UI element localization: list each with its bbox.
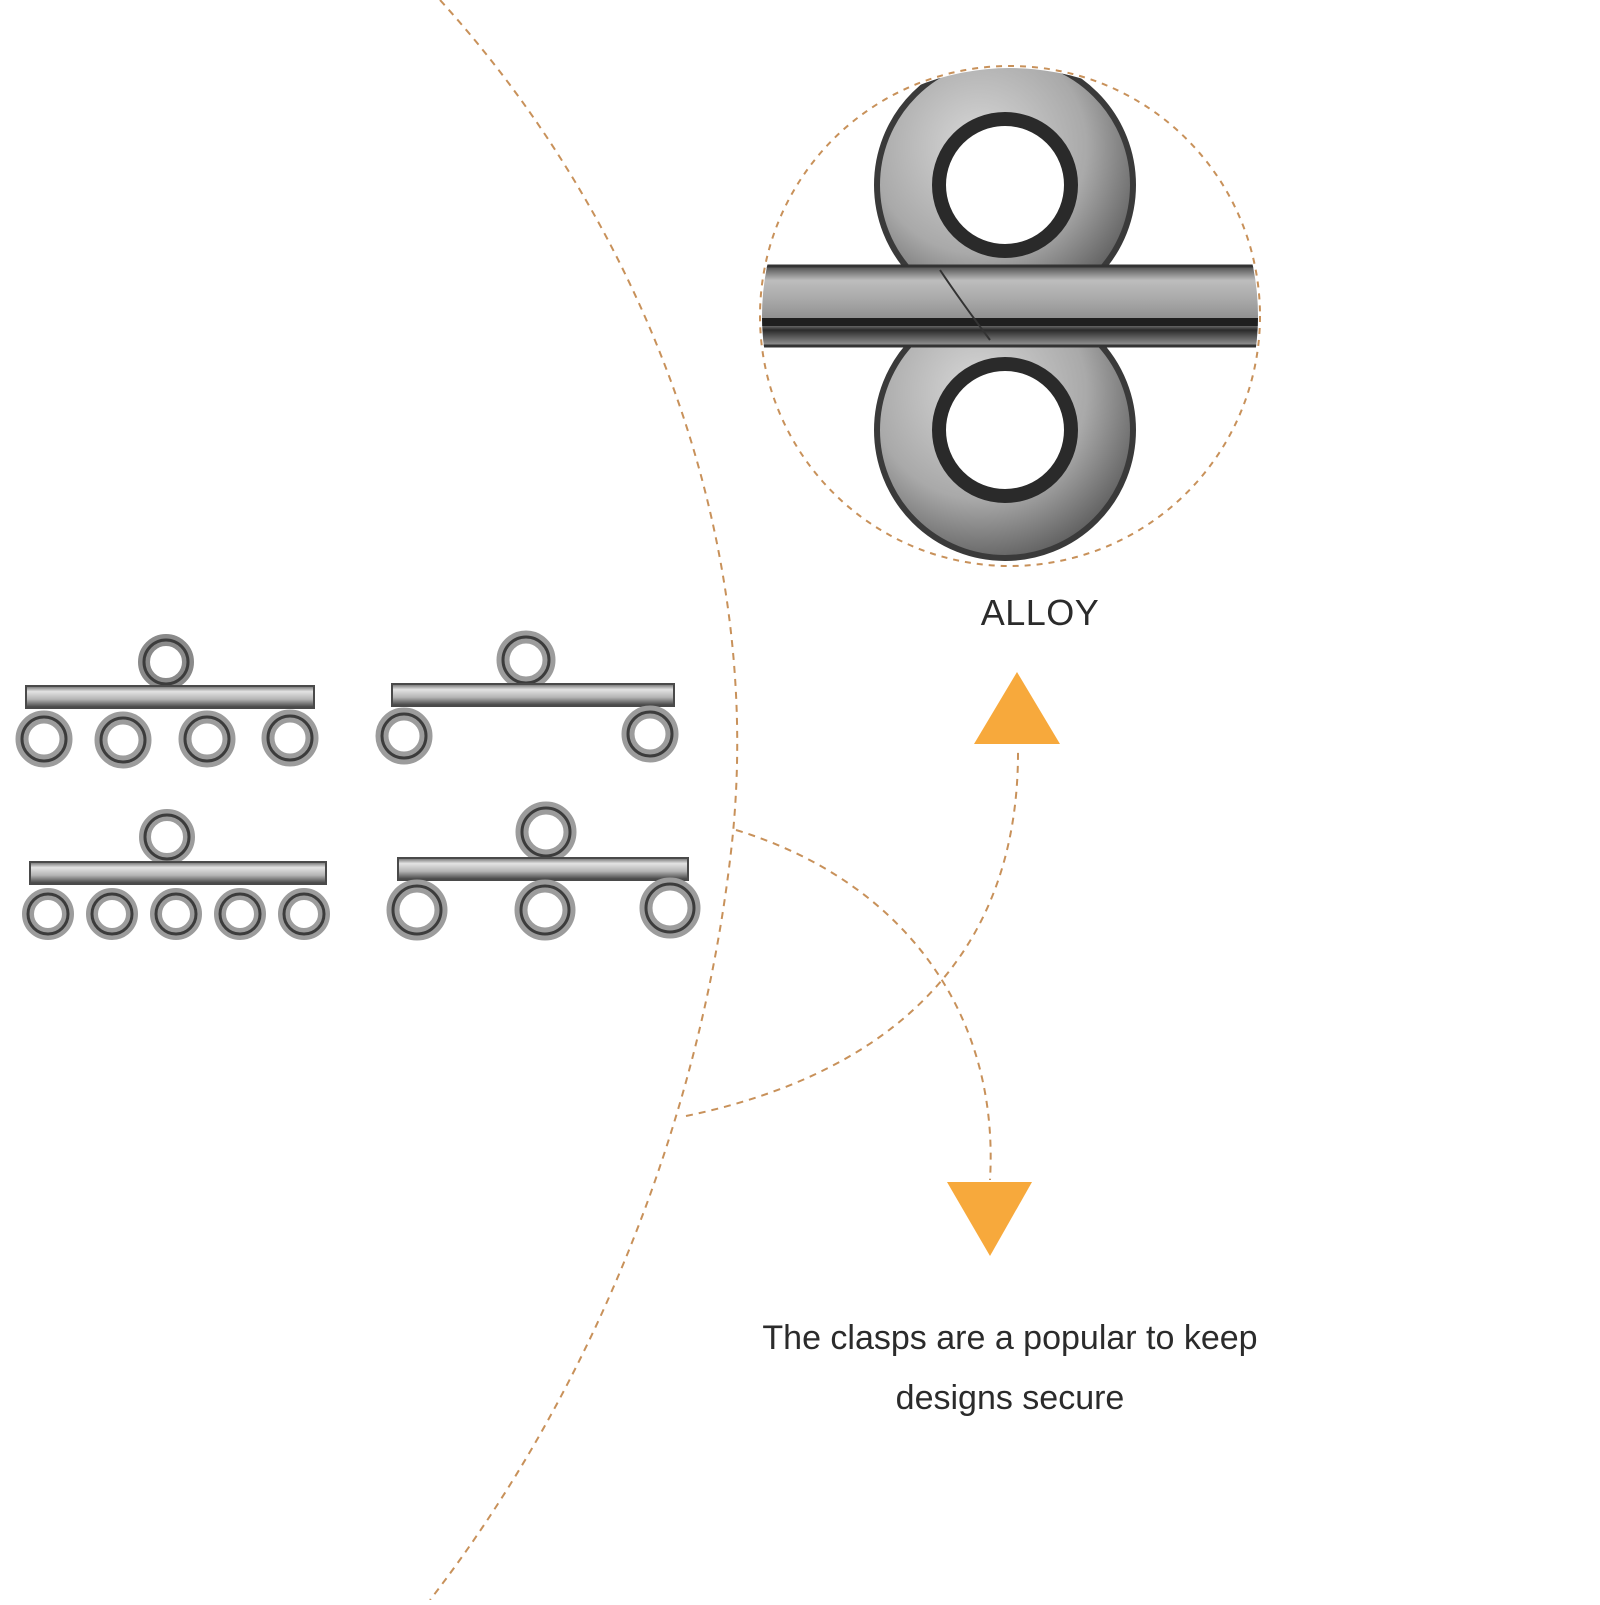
four-hole-connector <box>15 634 319 769</box>
five-hole-connector <box>22 809 330 940</box>
metal-loop-closeup-icon <box>762 68 1258 561</box>
description-line-1: The clasps are a popular to keep <box>762 1319 1258 1357</box>
description-text: The clasps are a popular to keep designs… <box>700 1308 1320 1428</box>
material-label: ALLOY <box>980 592 1100 633</box>
triangle-up-icon <box>974 672 1060 744</box>
three-hole-connector <box>386 801 701 941</box>
zoom-circle-outline <box>759 65 1261 567</box>
description-line-2: designs secure <box>895 1379 1125 1417</box>
dashed-curve-to-material <box>685 747 1020 1117</box>
dashed-arc-divider <box>429 0 739 1601</box>
two-hole-connector <box>375 630 679 765</box>
dashed-curve-to-description <box>735 829 992 1181</box>
triangle-down-icon <box>947 1182 1032 1256</box>
